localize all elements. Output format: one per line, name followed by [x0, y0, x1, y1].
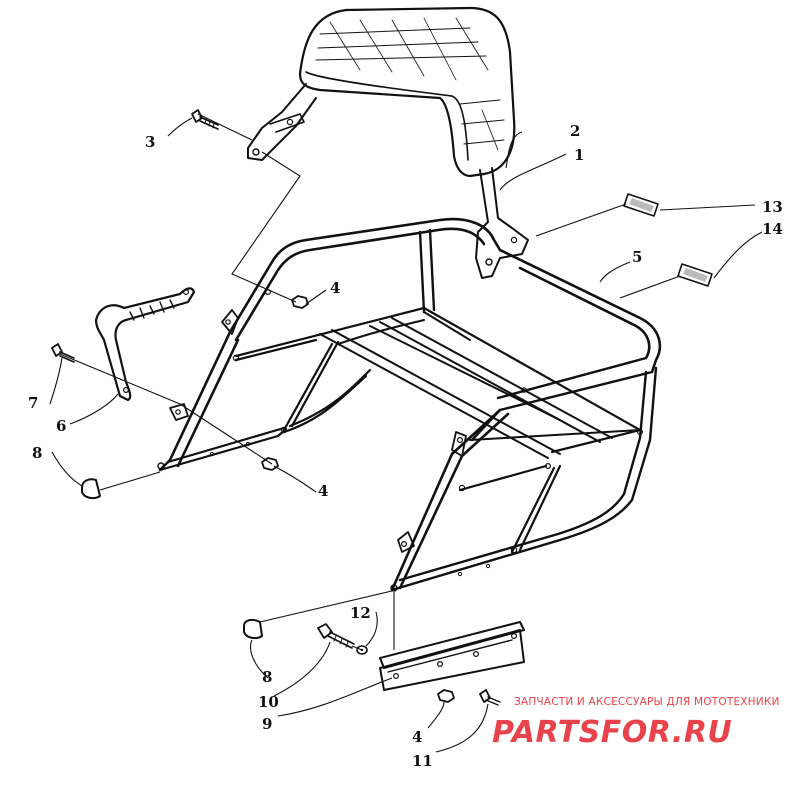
- callout-2: 2: [570, 122, 580, 140]
- callout-13: 13: [762, 198, 783, 216]
- screw-11: [479, 689, 501, 706]
- nut-4-upper: [291, 295, 309, 309]
- callout-3: 3: [145, 133, 155, 151]
- cap-8-lower: [243, 618, 263, 640]
- callout-9: 9: [262, 715, 272, 733]
- grab-handle: [94, 287, 196, 402]
- bolt-3: [191, 109, 219, 130]
- nut-4-lower: [437, 689, 455, 703]
- callout-4-middle: 4: [318, 482, 328, 500]
- callout-11: 11: [412, 752, 433, 770]
- callout-4-lower: 4: [412, 728, 422, 746]
- callout-4-upper: 4: [330, 279, 340, 297]
- nut-4-middle: [261, 457, 279, 471]
- cap-8-upper: [81, 478, 101, 500]
- callout-1: 1: [574, 146, 584, 164]
- mounting-plate-9: [379, 621, 525, 691]
- watermark-brand: PARTSFOR.RU: [492, 715, 732, 750]
- backrest-bracket-right: [475, 167, 529, 279]
- watermark: ЗАПЧАСТИ И АКСЕССУАРЫ ДЛЯ МОТОТЕХНИКИ PA…: [492, 696, 780, 750]
- bolt-10: [317, 623, 355, 649]
- bolt-7: [51, 343, 75, 363]
- reflector-13: [623, 193, 659, 217]
- callout-6: 6: [56, 417, 66, 435]
- callout-10: 10: [258, 693, 279, 711]
- callout-8-upper: 8: [32, 444, 42, 462]
- callout-labels: 1 2 3 4 4 4 5 6 7 8 8 9 10 11 12 13 14: [28, 122, 783, 770]
- watermark-tagline: ЗАПЧАСТИ И АКСЕССУАРЫ ДЛЯ МОТОТЕХНИКИ: [514, 696, 780, 708]
- callout-7: 7: [28, 394, 38, 412]
- reflector-14: [677, 263, 713, 287]
- callout-8-lower: 8: [262, 668, 272, 686]
- leader-lines: [49, 113, 763, 753]
- callout-5: 5: [632, 248, 642, 266]
- backrest-bracket-left: [247, 83, 317, 161]
- callout-14: 14: [762, 220, 783, 238]
- carrier-frame: [157, 217, 662, 592]
- backrest-pad: [298, 6, 516, 178]
- callout-12: 12: [350, 604, 371, 622]
